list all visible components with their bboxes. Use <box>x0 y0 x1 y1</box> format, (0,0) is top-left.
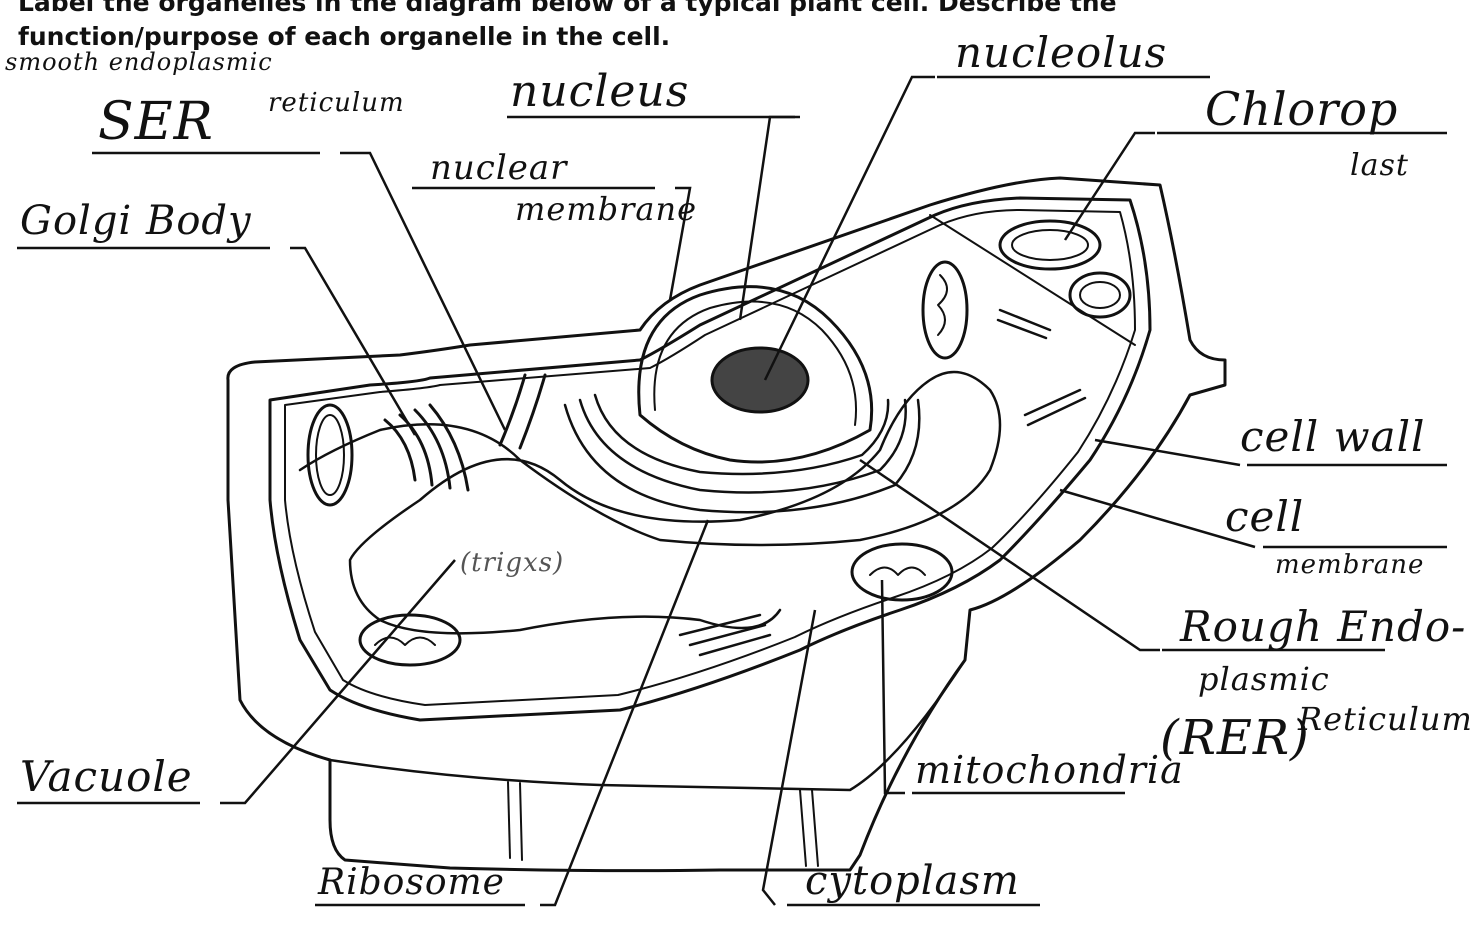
nucleolus-shape <box>712 348 808 412</box>
label-vacuole-note: (trigxs) <box>460 548 564 578</box>
label-chloroplast-2: last <box>1350 148 1409 183</box>
label-cell-membrane-1: cell <box>1225 492 1304 541</box>
label-ribosome: Ribosome <box>318 862 505 903</box>
label-ser: SER <box>98 92 214 152</box>
chloroplast-top <box>1000 221 1100 269</box>
label-rer-3: Reticulum <box>1298 700 1473 738</box>
label-nuclear-membrane-2: membrane <box>515 190 697 228</box>
smooth-er <box>500 375 545 448</box>
chloroplast-left <box>308 405 352 505</box>
label-nucleus: nucleus <box>510 66 689 117</box>
label-golgi: Golgi Body <box>20 198 252 244</box>
label-smooth-er-reticulum: reticulum <box>268 88 405 118</box>
leader-rer <box>860 460 1160 650</box>
leader-golgi <box>290 248 415 435</box>
leader-cell-wall <box>1095 440 1240 465</box>
label-nuclear-membrane-1: nuclear <box>430 148 567 188</box>
label-nucleolus: nucleolus <box>955 28 1167 77</box>
label-cytoplasm: cytoplasm <box>805 858 1020 904</box>
label-vacuole: Vacuole <box>20 752 193 801</box>
label-rer-1: Rough Endo- <box>1180 602 1466 651</box>
label-rer-2: plasmic <box>1198 660 1330 698</box>
vacuole-outline <box>300 372 1000 633</box>
leader-vacuole <box>220 560 455 803</box>
label-cell-membrane-2: membrane <box>1275 550 1424 580</box>
golgi-stack <box>385 405 468 490</box>
label-mitochondria: mitochondria <box>915 748 1184 792</box>
label-smooth-er-top: smooth endoplasmic <box>5 48 273 76</box>
mitochondrion-right <box>923 262 967 358</box>
label-cell-wall: cell wall <box>1240 412 1425 461</box>
label-chloroplast-1: Chlorop <box>1205 82 1398 136</box>
